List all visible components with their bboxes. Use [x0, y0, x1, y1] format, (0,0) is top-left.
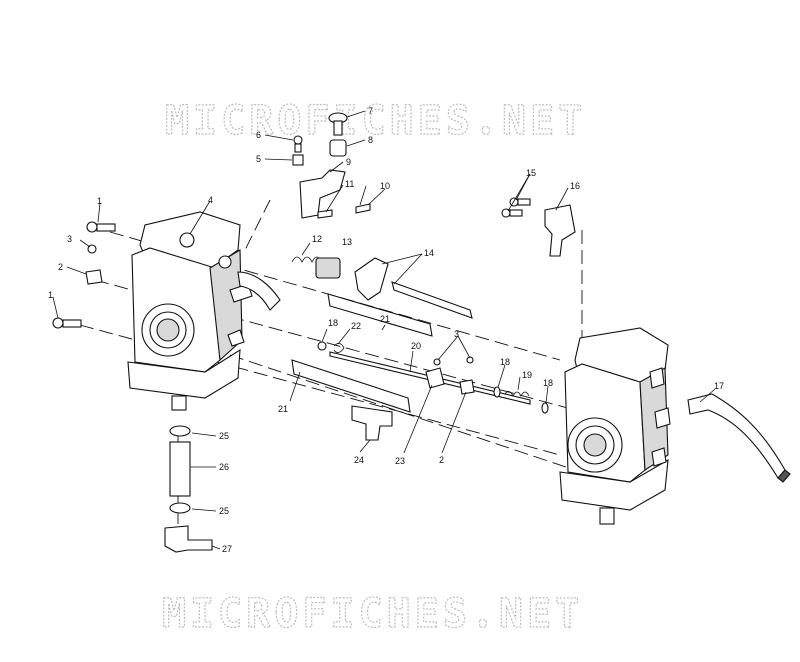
cable-bracket-assembly	[501, 197, 576, 257]
callouts: 1 1 2 2 3 3 4 5 6 7 8 9 10 11 12 13 14 1…	[48, 106, 724, 554]
callout-6: 6	[256, 130, 261, 140]
right-fuel-hose	[687, 393, 786, 479]
watermark-bottom: MICROFICHES.NET	[162, 591, 583, 637]
callout-18-mid: 18	[500, 357, 510, 367]
callout-17: 17	[714, 381, 724, 391]
callout-15: 15	[526, 168, 536, 178]
left-vent-hose	[237, 271, 281, 311]
shaft-small-parts	[317, 341, 549, 414]
callout-9: 9	[346, 157, 351, 167]
callout-20: 20	[411, 341, 421, 351]
callout-25-bottom: 25	[219, 506, 229, 516]
callout-14: 14	[424, 248, 434, 258]
callout-21-lower: 21	[278, 404, 288, 414]
left-carburetor	[127, 211, 253, 411]
tee-fitting	[351, 405, 393, 441]
callout-24: 24	[354, 455, 364, 465]
callout-25-top: 25	[219, 431, 229, 441]
right-carburetor	[559, 327, 671, 525]
callout-5: 5	[256, 154, 261, 164]
callout-10: 10	[380, 181, 390, 191]
right-fuel-hose-end	[777, 469, 791, 483]
left-side-screws	[52, 221, 116, 329]
callout-27: 27	[222, 544, 232, 554]
callout-7: 7	[368, 106, 373, 116]
callout-26: 26	[219, 462, 229, 472]
callout-3-shaft: 3	[454, 329, 459, 339]
callout-11: 11	[345, 179, 354, 189]
watermark-top: MICROFICHES.NET	[165, 98, 586, 144]
leader-lines	[52, 110, 716, 550]
callout-21-upper: 21	[380, 314, 390, 324]
callout-1-bottom: 1	[48, 290, 53, 300]
callout-23: 23	[395, 456, 405, 466]
callout-22: 22	[351, 321, 361, 331]
callout-1-top: 1	[97, 196, 102, 206]
callout-16: 16	[570, 181, 580, 191]
callout-18-right: 18	[543, 378, 553, 388]
callout-18-left: 18	[328, 318, 338, 328]
callout-13: 13	[342, 237, 352, 247]
throttle-bracket-assembly	[292, 112, 371, 219]
callout-4: 4	[208, 195, 213, 205]
callout-8: 8	[368, 135, 373, 145]
callout-12: 12	[312, 234, 322, 244]
callout-2-shaft: 2	[439, 455, 444, 465]
drain-hose-parts	[164, 425, 213, 553]
callout-19: 19	[522, 370, 532, 380]
throttle-spring-and-lever	[291, 256, 473, 319]
callout-3-left: 3	[67, 234, 72, 244]
callout-2-left: 2	[58, 262, 63, 272]
